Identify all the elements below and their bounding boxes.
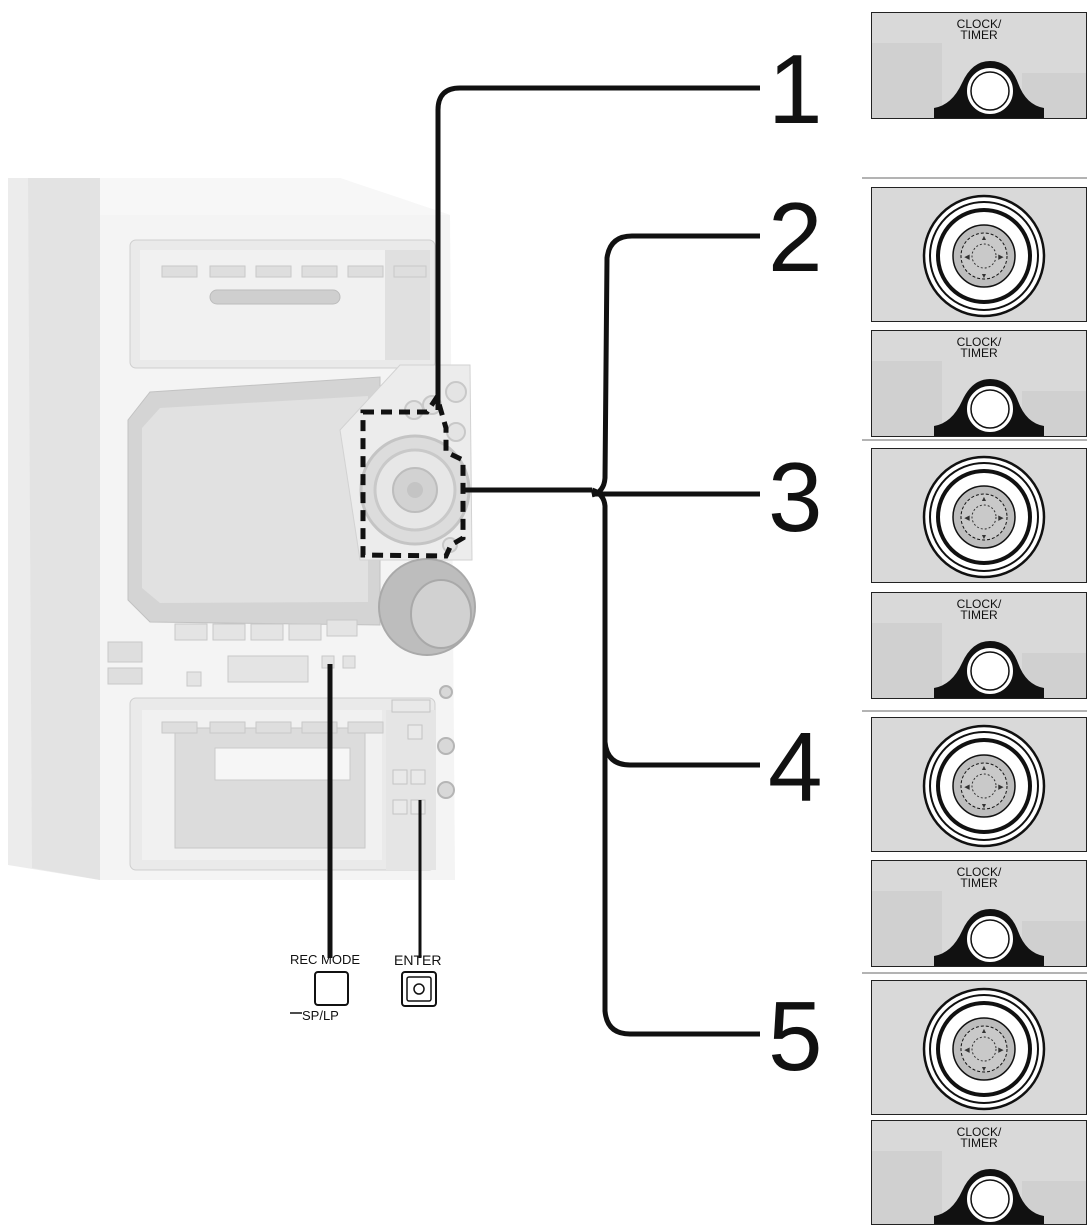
svg-text:▶: ▶ <box>998 254 1004 261</box>
clock-timer-label: CLOCK/ TIMER <box>956 1125 1002 1150</box>
svg-text:◀: ◀ <box>964 254 970 261</box>
clock-timer-button-panel: CLOCK/ TIMER <box>871 1120 1087 1225</box>
clock-timer-label: CLOCK/ TIMER <box>956 865 1002 890</box>
enter-label: ENTER <box>394 952 442 968</box>
svg-text:▲: ▲ <box>981 765 988 772</box>
clock-timer-button-panel: CLOCK/ TIMER <box>871 12 1087 119</box>
svg-text:▶: ▶ <box>998 784 1004 791</box>
svg-text:▶: ▶ <box>998 1047 1004 1054</box>
clock-timer-button-panel: CLOCK/ TIMER <box>871 330 1087 437</box>
step-number-2: 2 <box>768 182 823 292</box>
highlight-dashed-outline <box>360 391 466 559</box>
jog-dial-panel: ▲ ▼ ◀ ▶ <box>871 187 1087 322</box>
clock-timer-button-panel: CLOCK/ TIMER <box>871 860 1087 967</box>
svg-text:◀: ◀ <box>964 784 970 791</box>
svg-text:▲: ▲ <box>981 496 988 503</box>
svg-text:▼: ▼ <box>981 1066 988 1073</box>
clock-timer-button-panel: CLOCK/ TIMER <box>871 592 1087 699</box>
step-number-1: 1 <box>768 34 823 144</box>
svg-text:▼: ▼ <box>981 534 988 541</box>
connector-lines <box>327 85 760 1037</box>
svg-text:▶: ▶ <box>998 515 1004 522</box>
jog-dial-panel: ▲ ▼ ◀ ▶ <box>871 980 1087 1115</box>
rec-mode-button <box>290 971 349 1014</box>
step-number-3: 3 <box>768 442 823 552</box>
svg-text:▼: ▼ <box>981 273 988 280</box>
clock-timer-label: CLOCK/ TIMER <box>956 17 1002 42</box>
svg-text:◀: ◀ <box>964 1047 970 1054</box>
svg-text:▲: ▲ <box>981 235 988 242</box>
svg-text:▲: ▲ <box>981 1028 988 1035</box>
step-number-5: 5 <box>768 981 823 1091</box>
enter-button <box>401 971 437 1007</box>
svg-text:◀: ◀ <box>964 515 970 522</box>
jog-dial-panel: ▲ ▼ ◀ ▶ <box>871 448 1087 583</box>
rec-mode-label: REC MODE <box>290 952 361 967</box>
rec-mode-sub-label: SP/LP <box>302 1008 339 1023</box>
jog-dial-panel: ▲ ▼ ◀ ▶ <box>871 717 1087 852</box>
clock-timer-label: CLOCK/ TIMER <box>956 335 1002 360</box>
stereo-cabinet <box>8 178 476 880</box>
step-number-4: 4 <box>768 712 823 822</box>
svg-text:▼: ▼ <box>981 803 988 810</box>
clock-timer-label: CLOCK/ TIMER <box>956 597 1002 622</box>
